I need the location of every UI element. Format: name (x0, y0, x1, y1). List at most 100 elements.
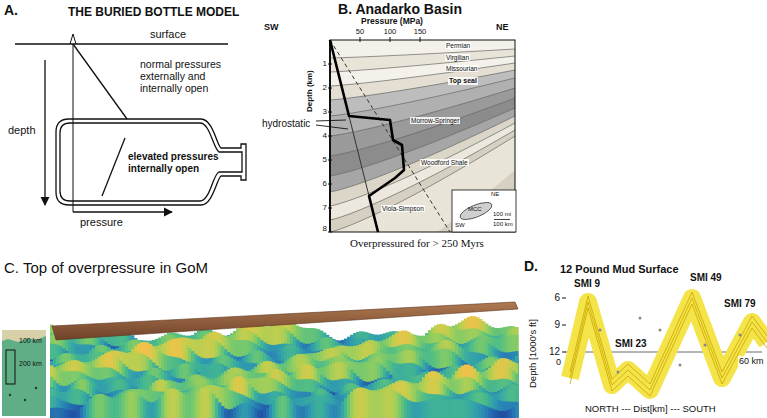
terrain-cell (323, 350, 326, 418)
terrain-cell (227, 356, 230, 418)
terrain-cell (257, 337, 260, 418)
terrain-cell (125, 345, 128, 418)
terrain-cell (275, 321, 278, 418)
terrain-cell (59, 365, 62, 418)
terrain-cell (125, 352, 128, 418)
terrain-cell (242, 377, 245, 418)
terrain-cell (281, 352, 284, 418)
terrain-cell (383, 346, 386, 418)
terrain-cell (401, 334, 404, 418)
terrain-cell (296, 340, 299, 418)
terrain-cell (434, 351, 437, 418)
terrain-cell (443, 327, 446, 418)
terrain-cell (392, 344, 395, 418)
terrain-cell (332, 363, 335, 418)
terrain-cell (392, 331, 395, 418)
terrain-cell (449, 344, 452, 418)
terrain-cell (188, 363, 191, 418)
terrain-cell (299, 342, 302, 418)
terrain-cell (389, 379, 392, 418)
terrain-cell (230, 355, 233, 418)
terrain-cell (338, 346, 341, 418)
terrain-cell (263, 342, 266, 418)
terrain-cell (278, 370, 281, 418)
terrain-cell (53, 334, 56, 418)
terrain-cell (152, 368, 155, 418)
terrain-cell (347, 352, 350, 418)
terrain-cell (203, 377, 206, 418)
terrain-cell (242, 370, 245, 418)
section-frame (330, 40, 515, 232)
terrain-cell (59, 371, 62, 418)
terrain-cell (206, 384, 209, 418)
terrain-cell (404, 363, 407, 418)
terrain-cell (482, 363, 485, 418)
terrain-cell (299, 348, 302, 418)
terrain-cell (323, 360, 326, 418)
terrain-cell (155, 349, 158, 418)
terrain-cell (134, 353, 137, 418)
terrain-cell (86, 364, 89, 418)
terrain-cell (344, 364, 347, 418)
terrain-cell (461, 347, 464, 418)
terrain-cell (443, 382, 446, 418)
terrain-cell (446, 326, 449, 418)
terrain-cell (116, 352, 119, 418)
terrain-cell (185, 343, 188, 418)
terrain-cell (206, 378, 209, 418)
terrain-cell (113, 355, 116, 418)
terrain-cell (488, 368, 491, 418)
terrain-cell (254, 373, 257, 418)
terrain-cell (263, 353, 266, 418)
terrain-cell (305, 353, 308, 418)
terrain-cell (50, 377, 53, 418)
terrain-cell (479, 340, 482, 418)
terrain-cell (128, 353, 131, 418)
terrain-cell (317, 351, 320, 418)
terrain-cell (251, 373, 254, 418)
terrain-cell (107, 378, 110, 418)
terrain-cell (245, 330, 248, 418)
terrain-cell (515, 358, 518, 418)
terrain-cell (221, 355, 224, 418)
terrain-cell (89, 350, 92, 418)
terrain-cell (77, 380, 80, 418)
terrain-cell (362, 361, 365, 418)
terrain-cell (377, 379, 380, 418)
terrain-cell (380, 344, 383, 418)
terrain-cell (224, 371, 227, 418)
terrain-cell (260, 351, 263, 418)
terrain-cell (218, 358, 221, 418)
terrain-cell (455, 354, 458, 418)
terrain-cell (194, 339, 197, 418)
terrain-cell (506, 363, 509, 418)
terrain-cell (248, 341, 251, 418)
terrain-cell (92, 352, 95, 418)
terrain-cell (128, 333, 131, 418)
terrain-cell (449, 371, 452, 418)
terrain-cell (509, 360, 512, 418)
terrain-cell (341, 353, 344, 418)
terrain-cell (308, 361, 311, 418)
terrain-cell (287, 363, 290, 418)
terrain-cell (236, 357, 239, 418)
terrain-cell (284, 368, 287, 418)
terrain-cell (176, 382, 179, 418)
terrain-cell (98, 368, 101, 418)
terrain-cell (77, 358, 80, 418)
terrain-cell (248, 331, 251, 418)
terrain-cell (122, 344, 125, 418)
terrain-cell (251, 342, 254, 418)
terrain-cell (59, 392, 62, 418)
terrain-cell (464, 365, 467, 418)
terrain-cell (425, 372, 428, 418)
terrain-cell (119, 377, 122, 418)
terrain-cell (71, 353, 74, 418)
terrain-cell (53, 365, 56, 418)
terrain-cell (425, 372, 428, 418)
terrain-cell (302, 365, 305, 418)
terrain-cell (392, 335, 395, 418)
terrain-cell (185, 382, 188, 418)
terrain-cell (62, 362, 65, 418)
terrain-cell (353, 346, 356, 418)
